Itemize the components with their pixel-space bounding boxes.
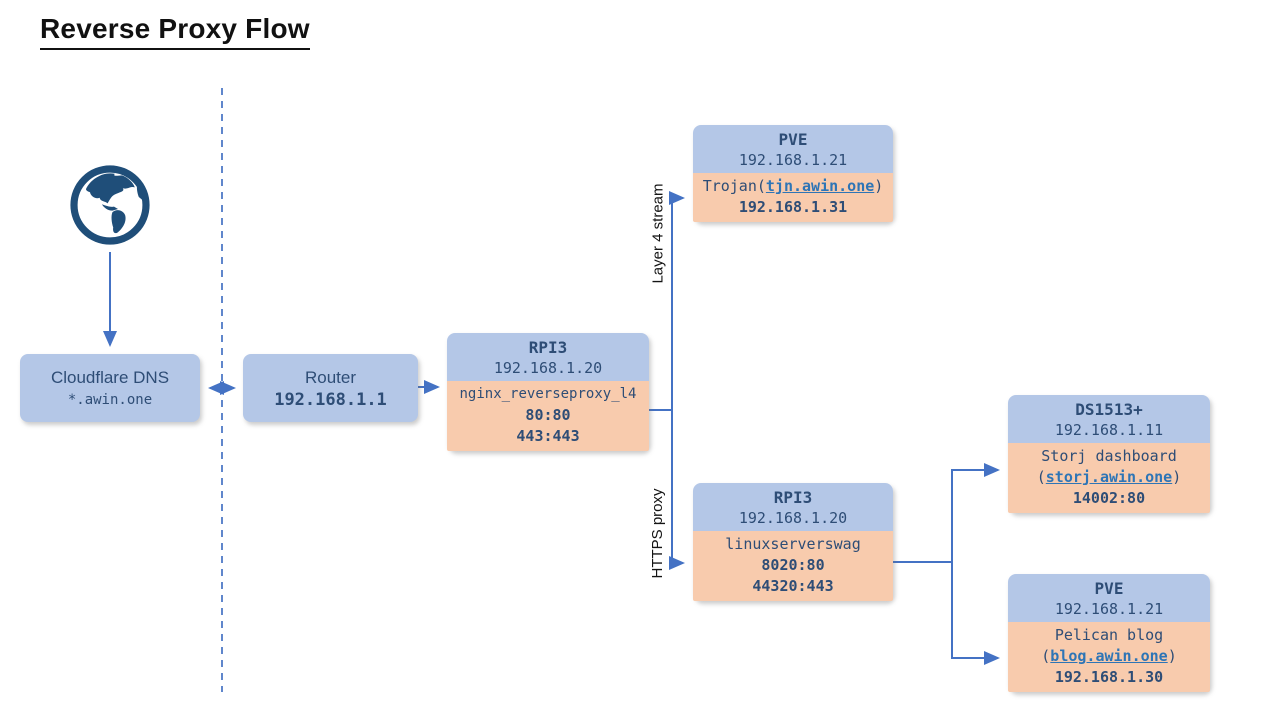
link-storj-awin-one[interactable]: storj.awin.one <box>1045 468 1173 486</box>
edge-label-https-proxy: HTTPS proxy <box>649 488 666 579</box>
target-ip: 192.168.1.31 <box>738 198 848 216</box>
node-router: Router 192.168.1.1 <box>243 354 418 422</box>
target-ip: 192.168.1.30 <box>1054 668 1164 686</box>
node-pve-blog: PVE 192.168.1.21 Pelican blog (blog.awin… <box>1008 574 1210 692</box>
connector-swag-to-ds1513 <box>893 463 1000 563</box>
node-ip: 192.168.1.21 <box>1054 600 1164 618</box>
service-text: ) <box>1172 468 1182 486</box>
node-pve-trojan: PVE 192.168.1.21 Trojan(tjn.awin.one) 19… <box>693 125 893 222</box>
globe-icon <box>70 165 150 245</box>
node-rpi3-swag: RPI3 192.168.1.20 linuxserverswag 8020:8… <box>693 483 893 601</box>
node-ip: 192.168.1.21 <box>738 151 848 169</box>
service-name: linuxserverswag <box>725 535 861 553</box>
node-cloudflare-dns: Cloudflare DNS *.awin.one <box>20 354 200 422</box>
service-text: ) <box>1167 647 1177 665</box>
service-name: Trojan(tjn.awin.one) <box>693 176 893 197</box>
node-ip: 192.168.1.1 <box>274 389 387 410</box>
node-title: PVE <box>778 130 808 149</box>
node-ip: 192.168.1.20 <box>493 359 603 377</box>
page-title: Reverse Proxy Flow <box>40 13 310 50</box>
node-title: RPI3 <box>528 338 568 357</box>
service-link-line: (storj.awin.one) <box>1008 467 1210 488</box>
service-text: Trojan( <box>702 177 766 195</box>
service-link-line: (blog.awin.one) <box>1008 646 1210 667</box>
port-mapping: 14002:80 <box>1072 489 1146 507</box>
node-ip: 192.168.1.11 <box>1054 421 1164 439</box>
service-text: ( <box>1036 468 1046 486</box>
service-text: ) <box>874 177 884 195</box>
link-tjn-awin-one[interactable]: tjn.awin.one <box>765 177 875 195</box>
connector-swag-to-pve-blog <box>951 562 1000 665</box>
node-subtitle: *.awin.one <box>67 391 153 408</box>
node-ds1513: DS1513+ 192.168.1.11 Storj dashboard (st… <box>1008 395 1210 513</box>
service-name: Pelican blog <box>1054 626 1164 644</box>
link-blog-awin-one[interactable]: blog.awin.one <box>1050 647 1168 665</box>
port-mapping: 443:443 <box>516 427 580 445</box>
node-title: DS1513+ <box>1075 400 1143 419</box>
node-title: Router <box>304 367 357 387</box>
connector-rpi3-to-rpi3-swag <box>669 410 685 570</box>
node-title: Cloudflare DNS <box>50 367 170 387</box>
service-text: ( <box>1041 647 1051 665</box>
service-name: nginx_reverseproxy_l4 <box>459 386 637 402</box>
node-title: PVE <box>1094 579 1124 598</box>
node-title: RPI3 <box>773 488 813 507</box>
service-name: Storj dashboard <box>1041 447 1177 465</box>
port-mapping: 80:80 <box>525 406 571 424</box>
node-ip: 192.168.1.20 <box>738 509 848 527</box>
port-mapping: 8020:80 <box>761 556 825 574</box>
port-mapping: 44320:443 <box>752 577 834 595</box>
node-rpi3-l4: RPI3 192.168.1.20 nginx_reverseproxy_l4 … <box>447 333 649 451</box>
edge-label-layer4-stream: Layer 4 stream <box>649 183 667 284</box>
